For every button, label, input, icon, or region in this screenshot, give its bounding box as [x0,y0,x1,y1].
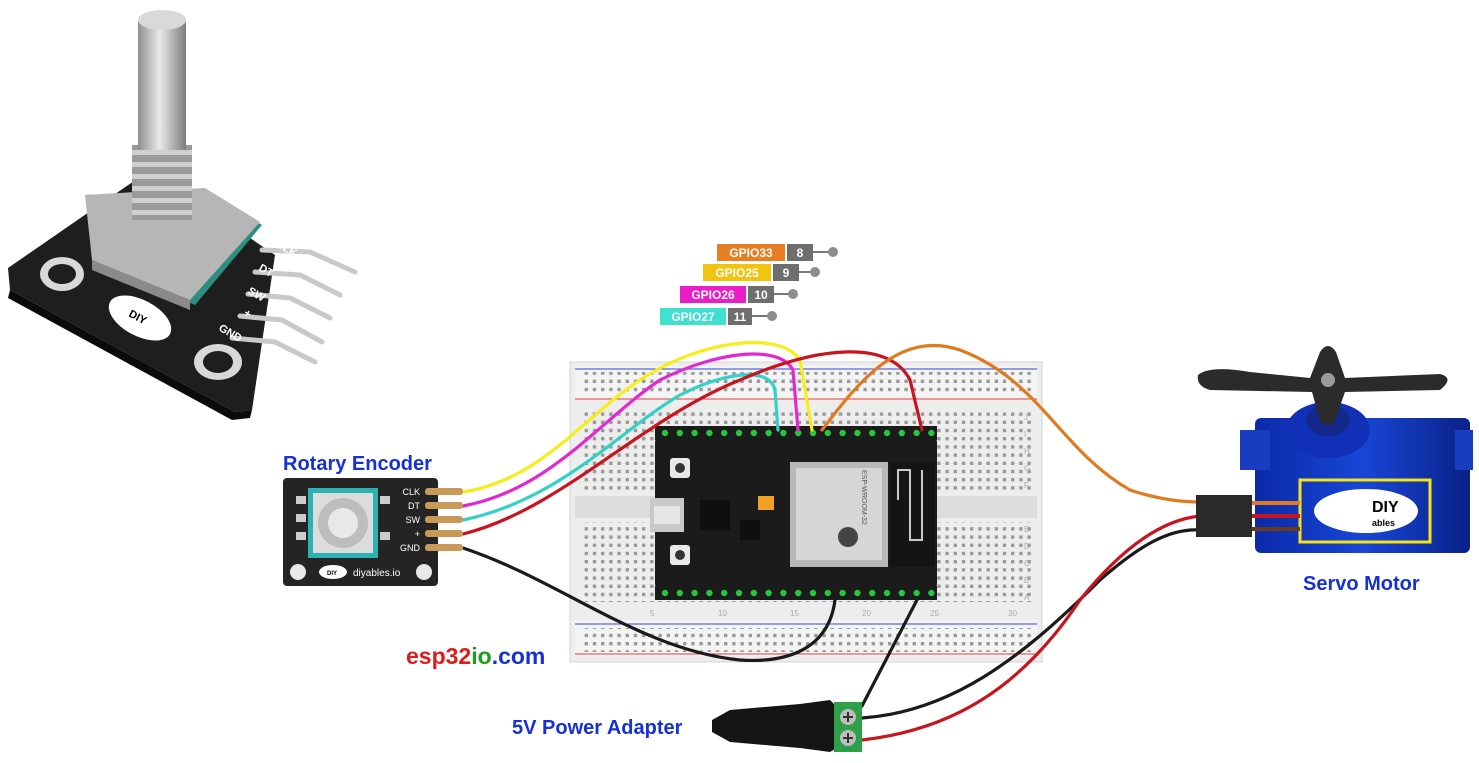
module-name: ESP-WROOM-32 [860,470,867,525]
wire-clk-yellow [461,341,814,494]
header-pin [750,589,757,597]
encoder-pin-plus: + [415,529,420,539]
diyables-logo-photo: DIY [108,295,172,341]
power-adapter-label: 5V Power Adapter [512,717,683,739]
header-pin [735,589,743,597]
col-label: 5 [650,609,655,618]
svg-text:8: 8 [797,246,804,260]
wire-gnd-black [461,546,837,663]
header-pin [898,429,905,437]
header-pin [780,589,787,597]
col-label: 30 [1008,609,1017,618]
row-label: A [1024,593,1030,602]
wires [461,341,1202,742]
svg-text:GPIO26: GPIO26 [691,288,735,302]
header-pin [913,589,920,597]
photo-pin-plus: + [242,307,254,321]
header-pin [869,429,876,437]
header-pin [780,429,787,437]
row-label: E [1024,525,1029,534]
wire-servo-signal-orange [820,343,1202,504]
wire-dt-magenta [461,352,800,508]
svg-text:GPIO25: GPIO25 [715,266,759,280]
power-adapter [712,700,862,752]
rotary-encoder-label: Rotary Encoder [283,453,432,475]
row-label: B [1024,576,1029,585]
header-pin [676,429,683,437]
servo-motor: DIY ables [1196,346,1473,553]
row-label: G [1024,464,1030,473]
row-label: J [1024,413,1028,422]
encoder-diy-badge: DIY [327,571,337,577]
header-pin [661,589,669,597]
header-pin [676,589,683,597]
rotary-encoder-module: DIY diyables.io CLK DT SW + GND [283,478,463,586]
photo-pin-clk: CLK [274,238,300,260]
header-pin [854,589,861,597]
header-pin [765,589,772,597]
row-label: H [1024,447,1030,456]
header-pin [839,589,846,597]
svg-text:11: 11 [734,310,747,324]
encoder-pin-gnd: GND [400,543,421,553]
encoder-pin-clk: CLK [402,487,420,497]
header-pin [795,589,802,597]
header-pin [706,429,713,437]
header-pin [721,429,728,437]
gpio-tag-33: GPIO33 8 [717,244,838,261]
header-pin [765,429,772,437]
rotary-encoder-photo: CLK DT SW + GND DIY [8,10,358,420]
header-pin [735,429,743,437]
header-pin [928,429,935,437]
header-pin [883,429,891,437]
col-label: 20 [862,609,871,618]
gpio-tag-26: GPIO26 10 [680,286,798,303]
wire-servo-power-red [860,514,1202,742]
header-pin [661,429,669,437]
svg-text:9: 9 [783,266,790,280]
svg-text:GPIO27: GPIO27 [671,310,715,324]
wire-plus-red [461,350,924,536]
servo-diy-badge: DIY [1372,499,1399,516]
header-pin [750,429,757,437]
row-label: I [1024,430,1026,439]
gpio-tag-27: GPIO27 11 [660,308,777,325]
row-label: C [1024,559,1030,568]
row-label: D [1024,542,1030,551]
col-label: 10 [718,609,727,618]
header-pin [706,589,713,597]
row-label: F [1024,481,1029,490]
encoder-pin-sw: SW [406,515,421,525]
wire-servo-gnd-black [860,528,1202,720]
header-pin [854,429,861,437]
header-pin [898,589,905,597]
wire-sw-cyan [461,373,780,522]
header-pin [869,589,876,597]
header-pin [824,589,831,597]
gpio-tag-25: GPIO25 9 [703,264,820,281]
diyables-io-text: diyables.io [353,568,401,579]
header-pin [824,429,831,437]
servo-ables-badge: ables [1372,518,1395,528]
servo-motor-label: Servo Motor [1303,573,1420,595]
esp32io-logo: esp32io.com [406,643,545,669]
svg-text:GPIO33: GPIO33 [729,246,773,260]
esp32-board: ESP-WROOM-32 [650,426,937,600]
header-pin [883,589,891,597]
header-pin [691,429,698,437]
col-label: 25 [930,609,939,618]
col-label: 15 [790,609,799,618]
header-pin [795,429,802,437]
header-pin [928,589,935,597]
header-pin [691,589,698,597]
encoder-pin-dt: DT [408,501,420,511]
header-pin [839,429,846,437]
header-pin [721,589,728,597]
header-pin [913,429,920,437]
gpio-tags: GPIO33 8 GPIO25 9 GPIO26 10 GPIO27 11 [660,244,838,325]
svg-text:10: 10 [754,288,768,302]
header-pin [809,589,817,597]
